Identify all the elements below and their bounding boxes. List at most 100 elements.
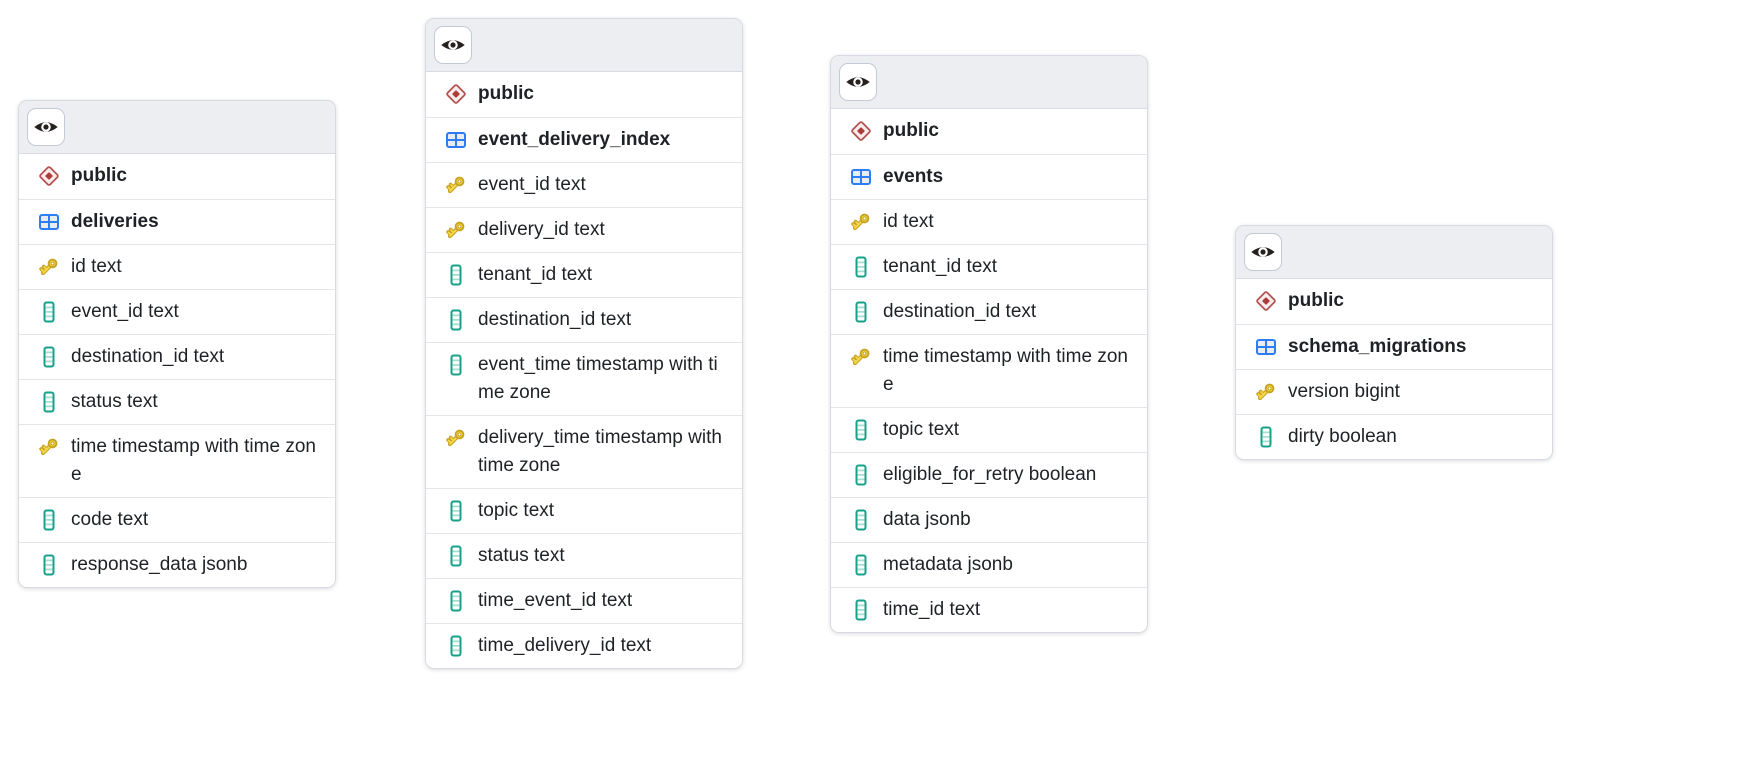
- row-label: status text: [71, 391, 158, 412]
- primary-key-icon: [37, 255, 61, 279]
- schema-diamond-icon: [37, 164, 61, 188]
- table-grid-icon: [1254, 335, 1278, 359]
- column-row: destination_id text: [426, 297, 742, 342]
- card-header: [1236, 226, 1552, 279]
- column-row: status text: [19, 379, 335, 424]
- primary-key-icon: [37, 435, 61, 459]
- column-row: delivery_id text: [426, 207, 742, 252]
- column-row: status text: [426, 533, 742, 578]
- visibility-toggle-button[interactable]: [27, 108, 65, 146]
- column-row: event_id text: [19, 289, 335, 334]
- table-name-row: deliveries: [19, 199, 335, 244]
- column-icon: [444, 308, 468, 332]
- row-label: response_data jsonb: [71, 554, 248, 575]
- row-label: data jsonb: [883, 509, 971, 530]
- table-card-deliveries[interactable]: public deliveries id text event_id text dest…: [18, 100, 336, 588]
- eye-icon: [33, 114, 59, 140]
- primary-key-icon: [849, 210, 873, 234]
- primary-key-icon: [1254, 380, 1278, 404]
- row-label: destination_id text: [883, 301, 1037, 322]
- column-icon: [849, 508, 873, 532]
- row-label: public: [883, 120, 939, 141]
- row-label: code text: [71, 509, 149, 530]
- column-icon: [37, 345, 61, 369]
- column-icon: [37, 390, 61, 414]
- row-label: schema_migrations: [1288, 336, 1467, 357]
- column-icon: [37, 553, 61, 577]
- row-label: id text: [71, 256, 122, 277]
- column-icon: [444, 353, 468, 377]
- column-row: destination_id text: [19, 334, 335, 379]
- column-icon: [37, 508, 61, 532]
- card-header: [19, 101, 335, 154]
- visibility-toggle-button[interactable]: [839, 63, 877, 101]
- eye-icon: [440, 32, 466, 58]
- column-row: dirty boolean: [1236, 414, 1552, 459]
- primary-key-icon: [849, 345, 873, 369]
- column-icon: [849, 553, 873, 577]
- row-label: destination_id text: [478, 309, 632, 330]
- row-label: tenant_id text: [478, 264, 593, 285]
- card-body: public event_delivery_index event_id text d…: [426, 72, 742, 668]
- row-label: destination_id text: [71, 346, 225, 367]
- column-icon: [444, 263, 468, 287]
- column-icon: [849, 418, 873, 442]
- column-row: delivery_time timestamp with time zone: [426, 415, 742, 488]
- column-icon: [849, 463, 873, 487]
- card-body: public deliveries id text event_id text dest…: [19, 154, 335, 587]
- column-icon: [1254, 425, 1278, 449]
- column-row: event_id text: [426, 162, 742, 207]
- row-label: event_delivery_index: [478, 129, 671, 150]
- column-row: tenant_id text: [426, 252, 742, 297]
- row-label: time_id text: [883, 599, 981, 620]
- row-label: time_event_id text: [478, 590, 633, 611]
- column-icon: [444, 499, 468, 523]
- column-icon: [849, 598, 873, 622]
- column-icon: [444, 589, 468, 613]
- table-grid-icon: [444, 128, 468, 152]
- row-label: deliveries: [71, 211, 159, 232]
- row-label: time_delivery_id text: [478, 635, 652, 656]
- row-label: topic text: [478, 500, 555, 521]
- row-label: version bigint: [1288, 381, 1400, 402]
- schema-row: public: [1236, 279, 1552, 324]
- visibility-toggle-button[interactable]: [1244, 233, 1282, 271]
- column-icon: [444, 544, 468, 568]
- visibility-toggle-button[interactable]: [434, 26, 472, 64]
- table-grid-icon: [849, 165, 873, 189]
- column-icon: [849, 300, 873, 324]
- column-row: id text: [831, 199, 1147, 244]
- table-grid-icon: [37, 210, 61, 234]
- schema-diamond-icon: [444, 82, 468, 106]
- card-header: [831, 56, 1147, 109]
- row-label: delivery_time timestamp with time zone: [478, 427, 722, 476]
- row-label: id text: [883, 211, 934, 232]
- row-label: dirty boolean: [1288, 426, 1397, 447]
- schema-row: public: [426, 72, 742, 117]
- column-row: code text: [19, 497, 335, 542]
- row-label: event_id text: [71, 301, 179, 322]
- eye-icon: [1250, 239, 1276, 265]
- row-label: status text: [478, 545, 565, 566]
- schema-diamond-icon: [1254, 289, 1278, 313]
- column-row: response_data jsonb: [19, 542, 335, 587]
- column-row: time_event_id text: [426, 578, 742, 623]
- table-card-event_delivery_index[interactable]: public event_delivery_index event_id text d…: [425, 18, 743, 669]
- card-header: [426, 19, 742, 72]
- table-name-row: events: [831, 154, 1147, 199]
- row-label: delivery_id text: [478, 219, 605, 240]
- row-label: event_time timestamp with time zone: [478, 354, 718, 403]
- row-label: events: [883, 166, 944, 187]
- column-row: id text: [19, 244, 335, 289]
- row-label: metadata jsonb: [883, 554, 1013, 575]
- row-label: public: [478, 83, 534, 104]
- column-row: event_time timestamp with time zone: [426, 342, 742, 415]
- row-label: eligible_for_retry boolean: [883, 464, 1097, 485]
- row-label: public: [71, 165, 127, 186]
- row-label: time timestamp with time zone: [883, 346, 1128, 395]
- row-label: topic text: [883, 419, 960, 440]
